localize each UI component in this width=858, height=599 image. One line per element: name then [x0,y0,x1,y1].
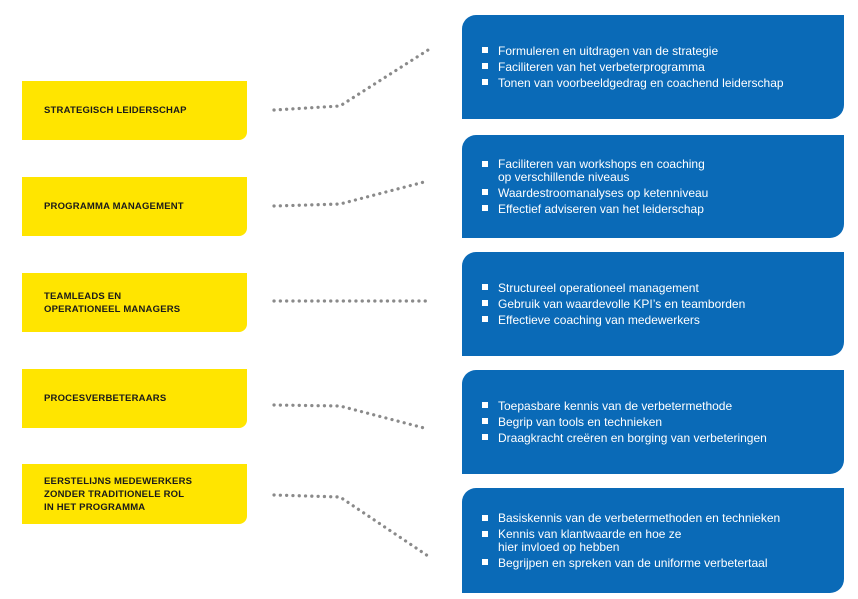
square-bullet-icon [482,160,488,167]
list-item: Toepasbare kennis van de verbetermethode [482,400,828,413]
competency-panel-3: Structureel operationeel management Gebr… [462,252,844,356]
list-item: Draagkracht creëren en borging van verbe… [482,432,828,445]
role-box-eerstelijns-medewerkers: EERSTELIJNS MEDEWERKERS ZONDER TRADITION… [22,464,247,524]
list-item: Formuleren en uitdragen van de strategie [482,45,828,58]
connector-5 [272,493,430,558]
competency-list: Formuleren en uitdragen van de strategie… [482,41,828,93]
square-bullet-icon [482,559,488,565]
role-label: PROGRAMMA MANAGEMENT [44,201,184,212]
square-bullet-icon [482,418,488,425]
list-item: Waardestroomanalyses op ketenniveau [482,186,828,200]
square-bullet-icon [482,300,488,307]
square-bullet-icon [482,47,488,54]
list-item: Effectieve coaching van medewerkers [482,314,828,327]
competency-list: Basiskennis van de verbetermethoden en t… [482,509,828,573]
competency-panel-2: Faciliteren van workshops en coaching op… [462,135,844,238]
list-item: Structureel operationeel management [482,282,828,295]
list-item: Begrijpen en spreken van de uniforme ver… [482,556,828,570]
square-bullet-icon [482,402,488,409]
role-label: EERSTELIJNS MEDEWERKERS ZONDER TRADITION… [44,475,193,513]
role-label: STRATEGISCH LEIDERSCHAP [44,105,187,116]
connector-1 [272,48,430,112]
square-bullet-icon [482,189,488,195]
role-label: TEAMLEADS EN OPERATIONEEL MANAGERS [44,290,181,315]
competency-panel-4: Toepasbare kennis van de verbetermethode… [462,370,844,474]
list-item: Faciliteren van het verbeterprogramma [482,61,828,74]
square-bullet-icon [482,530,488,537]
connector-4 [272,403,430,431]
role-box-strategisch-leiderschap: STRATEGISCH LEIDERSCHAP [22,81,247,140]
list-item: Effectief adviseren van het leiderschap [482,202,828,216]
competency-panel-1: Formuleren en uitdragen van de strategie… [462,15,844,119]
list-item: Gebruik van waardevolle KPI’s en teambor… [482,298,828,311]
list-item: Tonen van voorbeeldgedrag en coachend le… [482,77,828,90]
square-bullet-icon [482,284,488,291]
list-item: Basiskennis van de verbetermethoden en t… [482,512,828,525]
list-item: Faciliteren van workshops en coaching op… [482,158,828,183]
role-box-teamleads: TEAMLEADS EN OPERATIONEEL MANAGERS [22,273,247,332]
role-label: PROCESVERBETERAARS [44,393,167,404]
role-box-programma-management: PROGRAMMA MANAGEMENT [22,177,247,236]
role-box-procesverbeteraars: PROCESVERBETERAARS [22,369,247,428]
competency-panel-5: Basiskennis van de verbetermethoden en t… [462,488,844,593]
square-bullet-icon [482,205,488,211]
list-item: Kennis van klantwaarde en hoe ze hier in… [482,528,828,553]
competency-list: Structureel operationeel management Gebr… [482,278,828,330]
square-bullet-icon [482,434,488,441]
square-bullet-icon [482,316,488,323]
square-bullet-icon [482,79,488,86]
competency-list: Faciliteren van workshops en coaching op… [482,155,828,219]
square-bullet-icon [482,63,488,70]
list-item: Begrip van tools en technieken [482,416,828,429]
connector-2 [272,179,430,208]
competency-list: Toepasbare kennis van de verbetermethode… [482,396,828,448]
square-bullet-icon [482,514,488,521]
